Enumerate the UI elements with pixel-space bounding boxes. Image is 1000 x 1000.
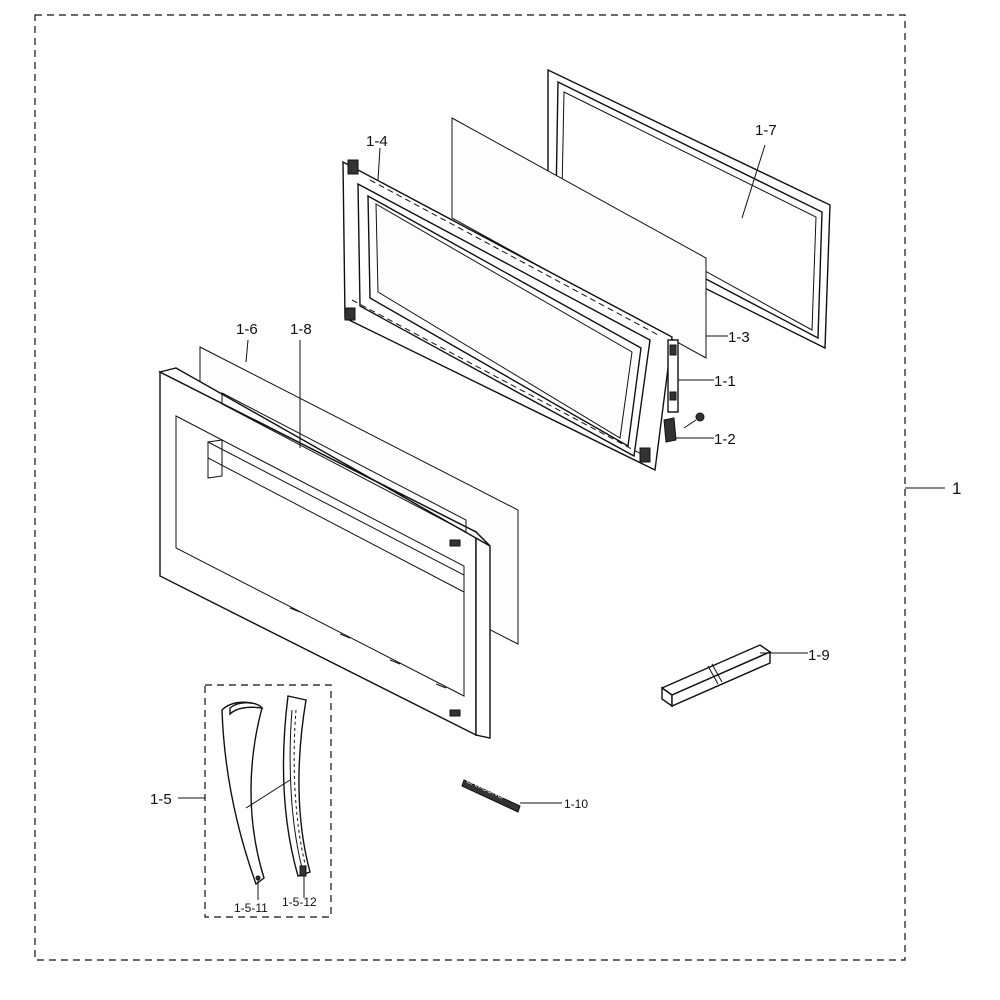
callout-1-2: 1-2 bbox=[714, 431, 736, 448]
front-panel bbox=[158, 367, 491, 739]
inner-door-frame bbox=[342, 159, 673, 472]
callout-1: 1 bbox=[952, 479, 961, 498]
callout-1-3: 1-3 bbox=[728, 329, 750, 346]
callout-1-5-12: 1-5-12 bbox=[282, 895, 317, 909]
callout-1-6: 1-6 bbox=[236, 321, 258, 338]
logo-badge: SAMSUNG bbox=[461, 776, 521, 813]
callout-1-7: 1-7 bbox=[755, 122, 777, 139]
window-glass bbox=[451, 117, 707, 359]
choke-cover-frame bbox=[547, 68, 831, 350]
callout-1-10: 1-10 bbox=[564, 797, 588, 811]
callout-1-4: 1-4 bbox=[366, 133, 388, 150]
callout-1-1: 1-1 bbox=[714, 373, 736, 390]
callout-1-8: 1-8 bbox=[290, 321, 312, 338]
screw bbox=[663, 412, 705, 443]
handle-bracket bbox=[245, 695, 311, 877]
assembly-boundary bbox=[34, 14, 906, 961]
hinge bbox=[667, 339, 679, 413]
leader-1-4 bbox=[377, 147, 381, 181]
callout-1-9: 1-9 bbox=[808, 647, 830, 664]
handle-assembly-boundary bbox=[204, 684, 332, 918]
spacer-bar bbox=[660, 644, 772, 708]
callout-1-5-11: 1-5-11 bbox=[234, 901, 268, 915]
handle-cover bbox=[221, 701, 265, 886]
callout-1-5: 1-5 bbox=[150, 791, 172, 808]
leader-1-6 bbox=[245, 339, 249, 363]
leader-1-7 bbox=[741, 144, 766, 219]
